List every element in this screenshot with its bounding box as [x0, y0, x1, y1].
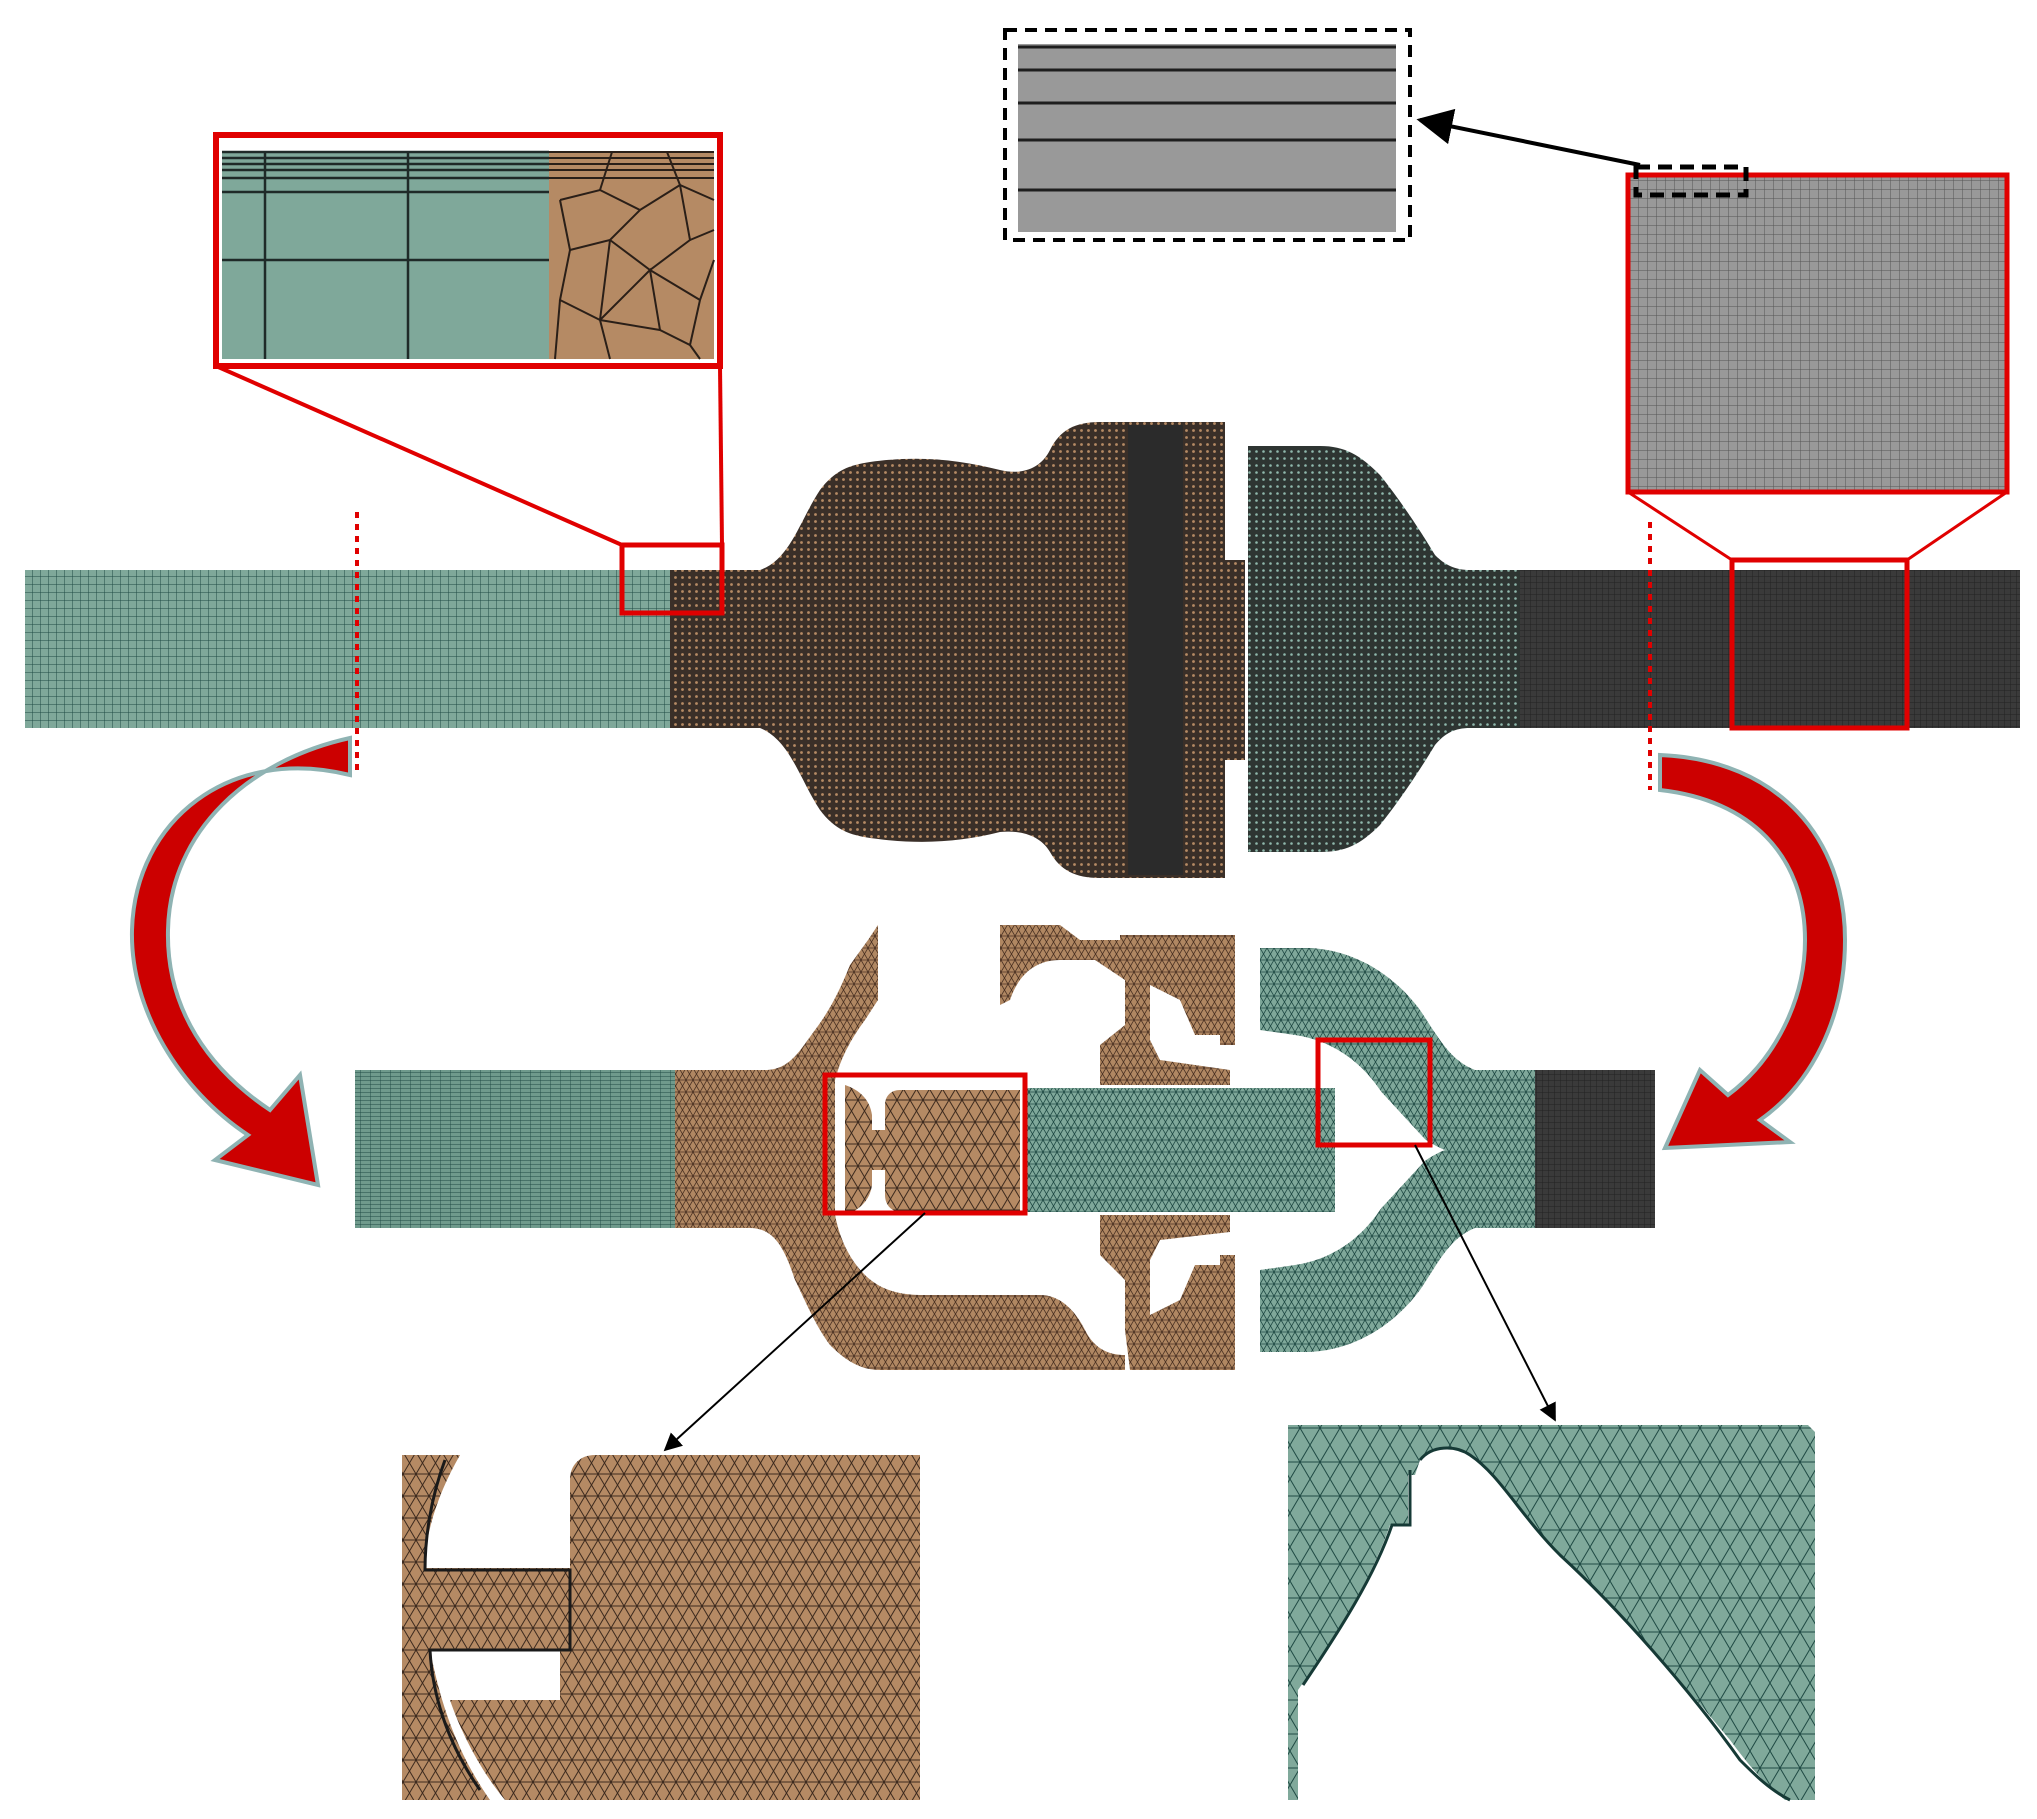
- seat-tetra-mesh-zoom: [1288, 1425, 1815, 1802]
- arrow-icon: [1416, 108, 1641, 167]
- inlet-pipe-structured-mesh: [25, 570, 675, 728]
- valve-disc-mesh: [845, 1085, 1020, 1215]
- disc-tetra-mesh-zoom: [402, 1455, 920, 1800]
- pipe-assembly-mesh-overview: [25, 422, 2020, 878]
- valve-stem-mesh: [1025, 1088, 1335, 1212]
- curved-arrow-icon: [129, 735, 352, 1188]
- seat-highlight-box: [1315, 1037, 1433, 1148]
- valve-cross-section-mesh: [355, 925, 1655, 1452]
- boundary-layer-detail-zoom: [1003, 28, 1641, 242]
- outlet-pipe-highlight-box: [1729, 557, 1910, 731]
- arrow-icon: [663, 1212, 926, 1452]
- upper-bonnet-mesh: [1000, 925, 1235, 1085]
- curved-arrow-icon: [1658, 752, 1848, 1151]
- valve-body-dark-band: [1128, 425, 1183, 875]
- inlet-pipe-section: [355, 1070, 680, 1228]
- inlet-chamber-mesh: [675, 925, 1125, 1370]
- inlet-structured-unstructured-interface-zoom: [213, 132, 724, 547]
- boundary-layer-highlight-box: [1633, 164, 1749, 198]
- arrow-icon: [1414, 1144, 1556, 1422]
- valve-body-right-mesh: [1248, 446, 1530, 852]
- outlet-housing-mesh: [1260, 948, 1540, 1352]
- lower-bonnet-mesh: [1100, 1215, 1235, 1370]
- inlet-interface-highlight-box: [619, 542, 725, 616]
- outlet-pipe-section: [1535, 1070, 1655, 1228]
- structured-region: [222, 152, 549, 359]
- seat-cavity: [1345, 1080, 1435, 1220]
- valve-body-left-mesh: [760, 422, 1245, 878]
- outlet-structured-mesh-zoom: [1625, 164, 2010, 562]
- outlet-pipe-structured-mesh: [1520, 570, 2020, 728]
